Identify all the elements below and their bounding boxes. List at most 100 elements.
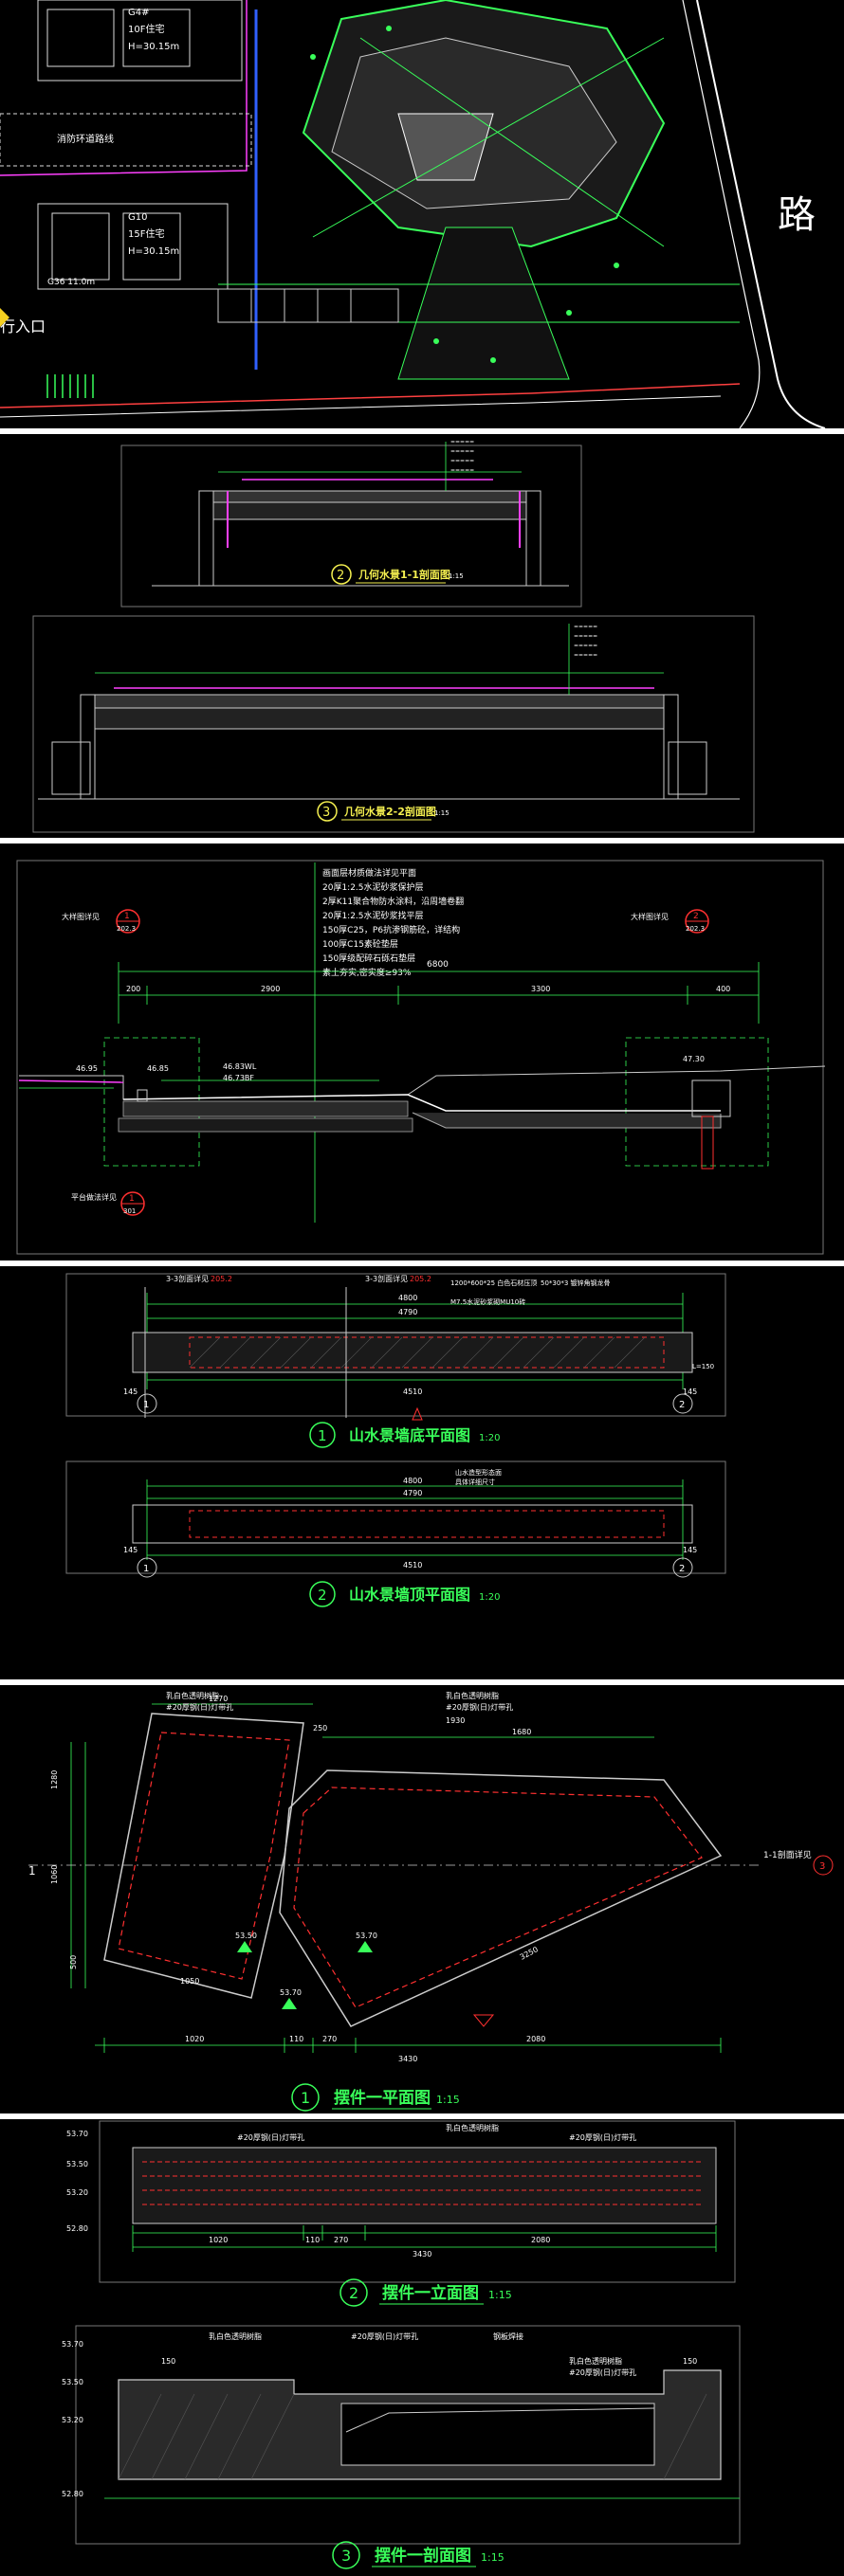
plan-2-number-circle [309, 1581, 336, 1607]
right-callout-ref: 202.3 [686, 925, 705, 933]
separator [0, 2113, 844, 2119]
dim-top-b: 250 [313, 1724, 327, 1732]
note-d: L=150 [692, 1363, 714, 1370]
elev-dim-2: 110 [305, 2236, 320, 2244]
bottom-callout-ref: 301 [123, 1207, 136, 1215]
side-dim-1: 1280 [50, 1770, 59, 1789]
separator [0, 838, 844, 844]
top-dim-bottom-3: 145 [683, 1546, 697, 1554]
svg-text:=====: ===== [450, 439, 474, 445]
section-ref-left: 205.2 [211, 1275, 232, 1283]
note-6: 100厚C15素砼垫层 [322, 938, 398, 950]
note-3: 2厚K11聚合物防水涂料，沿周墙卷翻 [322, 896, 464, 907]
building-code-label: G36 11.0m [47, 278, 95, 287]
top-dim-bottom-2: 4510 [403, 1561, 422, 1569]
dim-top-a: 1270 [209, 1695, 228, 1703]
separator [0, 1679, 844, 1685]
svg-text:=====: ===== [450, 448, 474, 455]
overall-dim: 6800 [427, 960, 449, 970]
top-axis-right: 2 [679, 1564, 685, 1574]
dim-1: 200 [126, 985, 140, 993]
separator [0, 1261, 844, 1266]
plan-1-title: 山水景墙底平面图 [349, 1426, 470, 1444]
left-callout-label: 大样图详见 [62, 912, 100, 921]
section-2-number-circle [331, 564, 352, 585]
sec-label-1: 乳白色透明树脂 [209, 2331, 262, 2341]
ornament-section-title: 摆件一剖面图 [375, 2546, 471, 2566]
elev-label-3: 53.20 [66, 2188, 88, 2197]
inner-dim-1: 1050 [180, 1977, 199, 1986]
ornament-plan-scale: 1:15 [436, 2094, 460, 2106]
plan-1-number: 1 [318, 1427, 327, 1444]
bottom-callout-num: 1 [129, 1194, 135, 1204]
svg-text:=====: ===== [450, 458, 474, 464]
axis-left: 1 [143, 1400, 149, 1410]
section-2-scale: 1:15 [449, 572, 464, 580]
overall-plan-dim: 3430 [398, 2055, 417, 2063]
note-b: 50*30*3 镀锌角钢龙骨 [541, 1279, 611, 1287]
section-ref-num: 3 [819, 1861, 825, 1872]
entrance-arrow-icon [0, 308, 9, 327]
dim-bot-b: 110 [289, 2035, 303, 2043]
plan-1-number-circle [309, 1422, 336, 1448]
top-note: 山水造型形态面 [455, 1468, 502, 1477]
separator [0, 428, 844, 434]
section-3-number: 3 [322, 806, 330, 820]
elev-dim-3: 270 [334, 2236, 348, 2244]
sec-elev-1: 53.70 [62, 2340, 83, 2349]
svg-text:=====: ===== [574, 624, 597, 630]
svg-text:=====: ===== [574, 643, 597, 649]
water-section-drawing: ==================== 2 几何水景1-1剖面图 1:15 =… [32, 439, 755, 833]
section-3-title: 几何水景2-2剖面图 [344, 805, 436, 818]
elev-dim-4: 2080 [531, 2236, 550, 2244]
note-1: 画面层材质做法详见平面 [322, 867, 416, 879]
water-section-panel: ==================== 2 几何水景1-1剖面图 1:15 =… [0, 434, 844, 838]
ornament-section-number: 3 [341, 2547, 351, 2565]
plan-views-drawing: 3-3剖面详见 205.2 3-3剖面详见 205.2 4800 4790 14… [65, 1273, 726, 1607]
axis-left-circle [137, 1393, 157, 1414]
building-g4-floors: 10F住宅 [128, 23, 164, 35]
note-4: 20厚1:2.5水泥砂浆找平层 [322, 910, 424, 921]
elev-marker-icon [237, 1941, 252, 1952]
building-g10-floors: 15F住宅 [128, 227, 164, 240]
top-axis-right-circle [672, 1557, 693, 1578]
building-g10-name: G10 [128, 212, 147, 223]
ornament-elev-number: 2 [349, 2284, 358, 2302]
ornament-plan-number: 1 [301, 2089, 310, 2107]
dim-bot-c: 270 [322, 2035, 337, 2043]
dim-top-d: 1680 [512, 1728, 531, 1736]
elev-2: 46.85 [147, 1064, 169, 1073]
elev-marker-icon [358, 1941, 373, 1952]
section-cut-left: 1 [28, 1864, 36, 1878]
top-dim-1: 4800 [403, 1477, 422, 1485]
dim-top-c: 1930 [446, 1716, 465, 1725]
elev-5: 47.30 [683, 1055, 705, 1063]
label-a-plan: 乳白色透明树脂 [166, 1691, 219, 1700]
section-mark-left: 3-3剖面详见 [166, 1274, 209, 1283]
building-g10-height: H=30.15m [128, 246, 179, 257]
section-ref-right: 205.2 [410, 1275, 431, 1283]
section-ref-circle [813, 1855, 834, 1876]
sec-label-4: 乳白色透明树脂 [569, 2356, 622, 2366]
right-callout-label: 大样图详见 [631, 912, 669, 921]
dim-top-2: 4790 [398, 1308, 417, 1316]
label-b2-plan: #20厚钢(日)灯带孔 [446, 1702, 513, 1712]
top-axis-left: 1 [143, 1564, 149, 1574]
svg-text:=====: ===== [450, 467, 474, 474]
detail-section-panel: 画面层材质做法详见平面 20厚1:2.5水泥砂浆保护层 2厚K11聚合物防水涂料… [0, 844, 844, 1261]
dim-top-1: 4800 [398, 1294, 417, 1302]
plan-2-number: 2 [318, 1587, 327, 1604]
elev-1: 46.95 [76, 1064, 98, 1073]
north-arrow-icon [412, 1406, 423, 1421]
sec-elev-4: 52.80 [62, 2490, 83, 2498]
plan-views-panel: 3-3剖面详见 205.2 3-3剖面详见 205.2 4800 4790 14… [0, 1266, 844, 1679]
sec-elev-3: 53.20 [62, 2416, 83, 2424]
entrance-label: 行入口 [0, 317, 46, 336]
elev-b: 53.70 [356, 1932, 377, 1940]
left-callout-ref: 202.3 [117, 925, 136, 933]
ornament-section-scale: 1:15 [481, 2551, 505, 2564]
dim-3: 3300 [531, 985, 550, 993]
note-8: 素土夯实,密实度≥93% [322, 967, 412, 978]
site-plan-drawing: G4# 10F住宅 H=30.15m G10 15F住宅 H=30.15m 消防… [0, 0, 826, 428]
ornament-plan-title: 摆件一平面图 [334, 2088, 431, 2108]
